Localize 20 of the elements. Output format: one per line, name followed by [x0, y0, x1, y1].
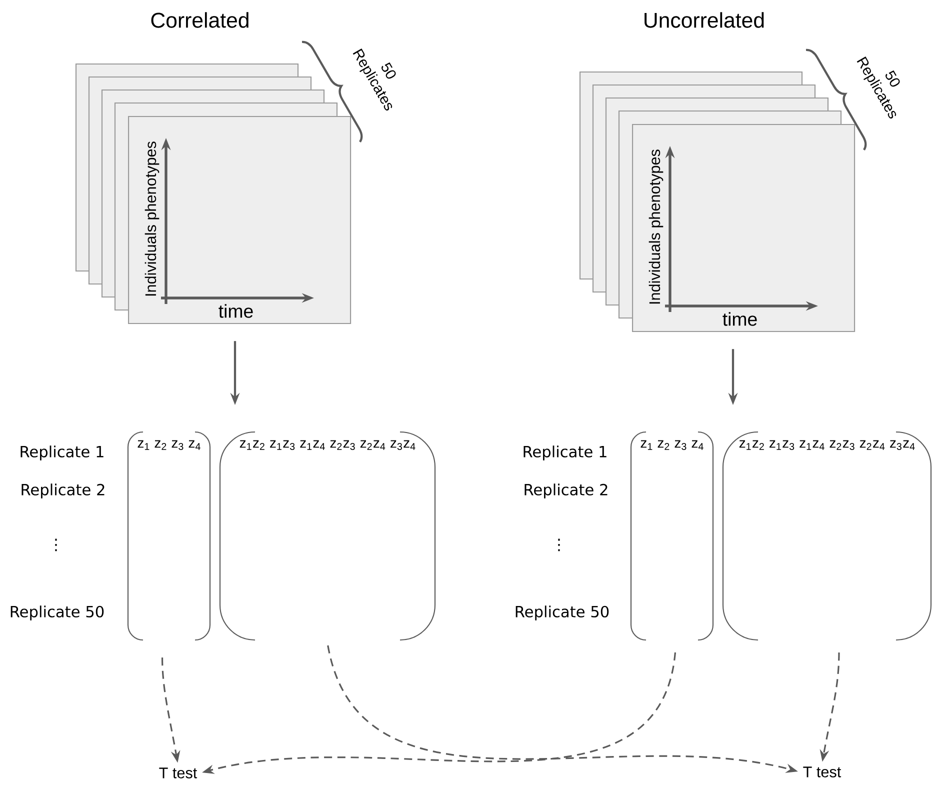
matrix-column: z$_{1}$ z$_{2}$ z$_{3}$ z$_{4}$ — [138, 440, 200, 450]
row-label: Replicate 1 — [524, 446, 606, 460]
row-label: ⋮ — [55, 538, 57, 552]
panel-title: Correlated — [151, 12, 248, 28]
matrix-column: z$_{1}$ z$_{2}$ z$_{3}$ z$_{4}$ — [640, 440, 704, 450]
axis-label: Individuals phenotypes — [144, 142, 160, 296]
axis-label: Individuals phenotypes — [648, 150, 664, 304]
row-label: Replicate 2 — [22, 484, 104, 498]
panel-title: Uncorrelated — [644, 12, 764, 28]
matrix-column: z$_{1}$z$_{2}$ z$_{1}$z$_{3}$ z$_{1}$z$_{4}$ z$_{2}$z$_{3}$ z$_{2}$z$_{4}$ z$_{3}$z$_{4}$ — [739, 440, 915, 450]
result-label: T test — [159, 768, 198, 778]
axis-label: time — [218, 304, 253, 318]
row-label: Replicate 1 — [20, 446, 104, 460]
result-label: T test — [803, 766, 842, 778]
row-label: Replicate 50 — [516, 606, 609, 620]
row-label: ⋮ — [558, 538, 560, 552]
axis-label: time — [722, 312, 757, 326]
matrix-column: z$_{1}$z$_{2}$ z$_{1}$z$_{3}$ z$_{1}$z$_{4}$ z$_{2}$z$_{3}$ z$_{2}$z$_{4}$ z$_{3}$z$_{4}$ — [240, 440, 416, 450]
row-label: Replicate 2 — [524, 484, 608, 498]
row-label: Replicate 50 — [10, 606, 104, 620]
